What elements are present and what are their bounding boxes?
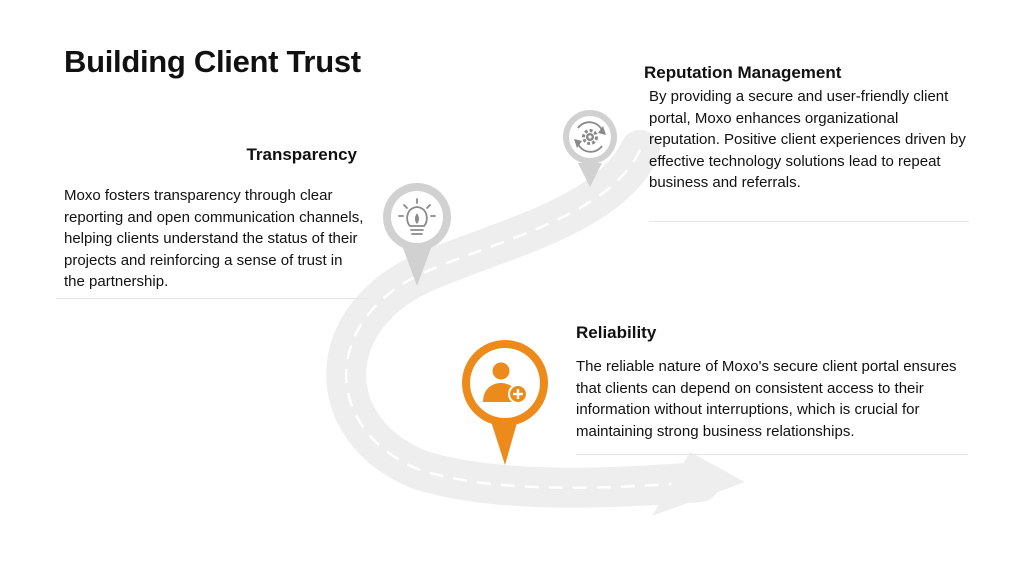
reputation-pin	[563, 110, 617, 187]
reputation-description: By providing a secure and user-friendly …	[649, 88, 966, 191]
gear-cycle-icon	[574, 121, 606, 153]
reliability-heading: Reliability	[576, 323, 657, 342]
lightbulb-icon	[398, 198, 436, 235]
reliability-pin	[462, 340, 548, 465]
transparency-divider	[56, 298, 368, 299]
transparency-description: Moxo fosters transparency through clear …	[64, 187, 364, 290]
transparency-heading: Transparency	[246, 145, 357, 164]
road-arrowhead	[652, 452, 745, 516]
reputation-divider	[649, 221, 969, 222]
reliability-divider	[576, 454, 968, 455]
transparency-pin	[383, 183, 451, 286]
winding-road	[326, 130, 720, 508]
reliability-description: The reliable nature of Moxo's secure cli…	[576, 358, 957, 440]
add-user-icon	[483, 362, 528, 404]
page-title: Building Client Trust	[64, 44, 361, 79]
reputation-heading: Reputation Management	[644, 63, 842, 82]
